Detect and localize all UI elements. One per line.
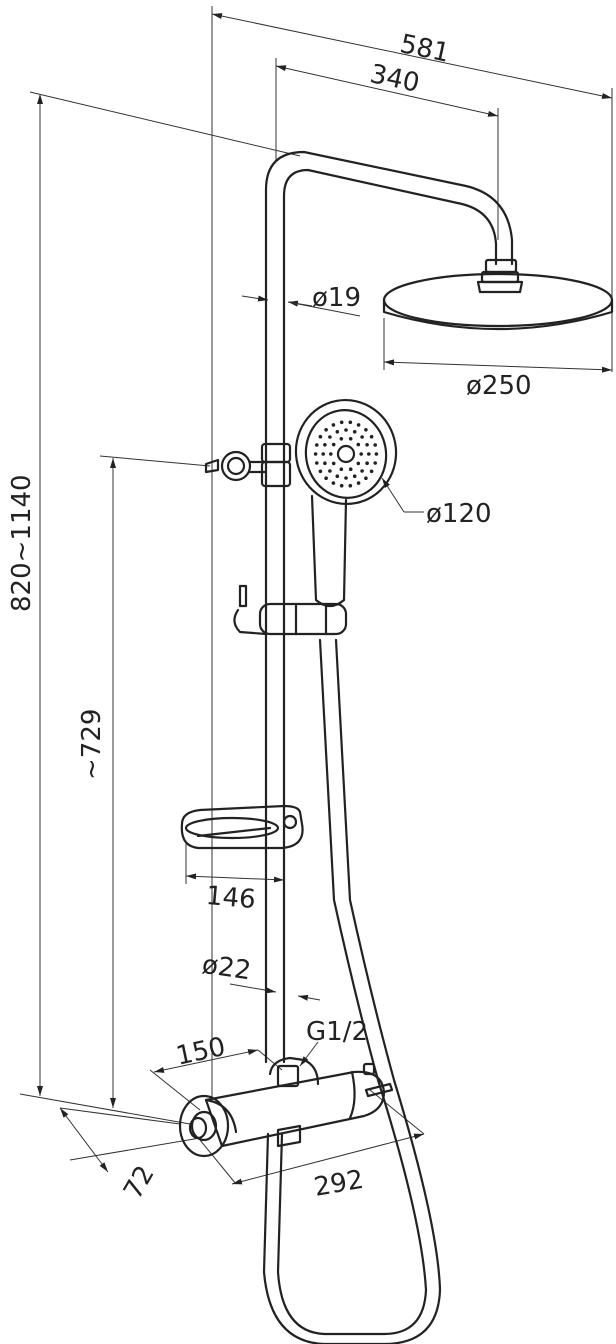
nozzle-dot [348, 437, 353, 441]
dim-hand-shower-diameter: ø120 [426, 499, 492, 529]
nozzle-dot [335, 474, 340, 479]
nozzle-dot [339, 420, 344, 425]
nozzle-dot [315, 443, 319, 447]
dim-head-diameter: ø250 [466, 371, 532, 401]
nozzle-dot [344, 476, 348, 480]
nozzle-dot [318, 469, 323, 474]
nozzle-dot [359, 452, 364, 456]
nozzle-dot [373, 443, 378, 447]
nozzle-dot [339, 483, 344, 488]
nozzle-dot [356, 461, 361, 466]
nozzle-dot [356, 423, 361, 427]
nozzle-dot [367, 452, 371, 456]
dim-overall-width: 581 [397, 29, 452, 69]
nozzle-dot [315, 461, 319, 465]
nozzle-dot [335, 430, 340, 434]
nozzle-dot [348, 483, 353, 488]
nozzle-dot [373, 461, 378, 465]
dim-riser-diameter: ø19 [312, 283, 361, 313]
dim-inlet-spacing: 150 [173, 1032, 228, 1072]
nozzle-dot [356, 442, 361, 447]
thermostatic-mixer [178, 1056, 394, 1158]
nozzle-dot [331, 423, 336, 427]
nozzle-dot [365, 461, 369, 466]
nozzle-dot [352, 430, 357, 434]
dim-bar-diameter: ø22 [200, 950, 253, 987]
nozzle-dot [344, 428, 348, 432]
nozzle-dot [364, 428, 368, 432]
dim-connection-thread: G1/2 [306, 1017, 368, 1047]
dimension-labels: 581 340 ø19 ø250 ø120 820~1140 ~729 146 … [7, 29, 532, 1204]
nozzle-dot [348, 467, 353, 472]
nozzle-dot [348, 420, 353, 425]
nozzle-dot [369, 469, 374, 474]
shower-system [178, 150, 614, 1344]
dim-body-length: 292 [312, 1165, 366, 1203]
nozzle-dot [318, 434, 323, 439]
nozzle-dot [369, 434, 374, 439]
nozzle-dot [331, 481, 336, 485]
dim-hand-height: ~729 [77, 709, 107, 780]
dim-arm-length: 340 [367, 59, 422, 99]
nozzle-dot [324, 476, 328, 481]
nozzle-dot [331, 461, 336, 466]
nozzle-dot [356, 481, 361, 485]
nozzle-dot [321, 452, 326, 456]
nozzle-dot [339, 467, 344, 472]
shower-hose [276, 638, 428, 1336]
nozzle-dot [329, 452, 333, 456]
nozzle-dot [339, 437, 344, 441]
nozzle-dot [328, 435, 332, 439]
nozzle-dot [360, 469, 364, 473]
nozzle-dot [374, 452, 379, 456]
nozzle-dot [313, 452, 318, 456]
nozzle-dot [364, 476, 368, 481]
nozzle-dot [323, 443, 327, 447]
dim-body-depth: 72 [118, 1161, 161, 1205]
nozzle-dot [331, 442, 336, 447]
nozzle-dot [324, 428, 328, 432]
nozzle-dot [323, 461, 327, 466]
soap-dish [180, 804, 304, 850]
nozzle-dot [352, 474, 357, 479]
dimension-lines [19, 6, 613, 1185]
nozzle-dot [328, 469, 332, 473]
hand-shower [294, 398, 398, 608]
nozzle-dot [365, 443, 369, 447]
riser-pipe-upper [264, 150, 514, 446]
dim-height-range: 820~1140 [7, 474, 37, 612]
dim-soap-dish-width: 146 [205, 881, 257, 915]
nozzle-dot [360, 435, 364, 439]
